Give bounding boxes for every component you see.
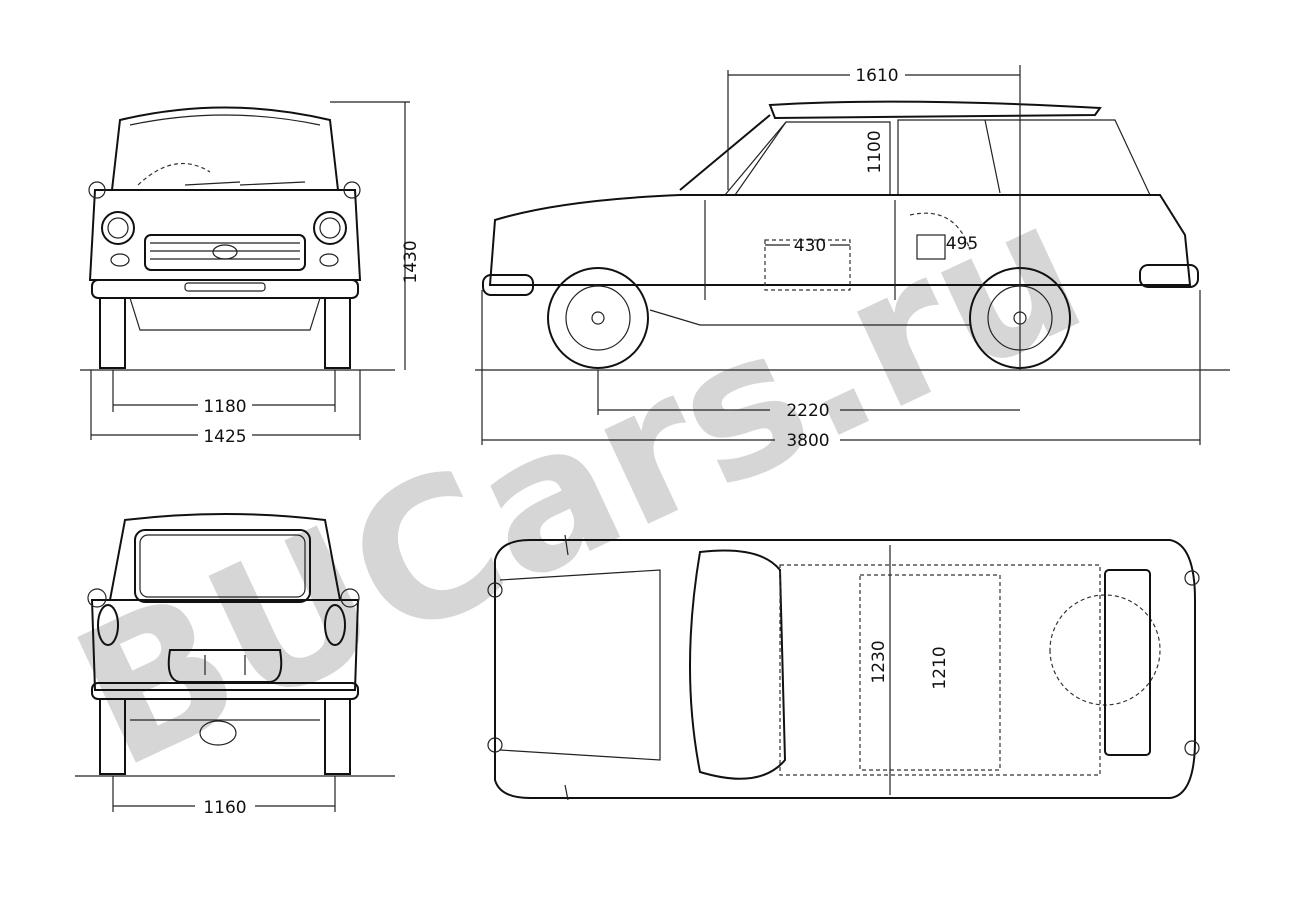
dim-front-track: 1180 <box>203 397 246 417</box>
dim-wheelbase: 2220 <box>786 401 829 421</box>
watermark-text: BUCars.ru <box>46 156 1113 810</box>
dim-side-rear-space: 495 <box>946 234 978 254</box>
dim-top-rear-width: 1210 <box>930 646 950 689</box>
dim-side-door-height: 1100 <box>865 130 885 173</box>
top-view <box>487 534 1200 801</box>
dim-front-height: 1430 <box>401 240 421 283</box>
dim-overall-length: 3800 <box>786 431 829 451</box>
dim-side-upper-length: 1610 <box>855 66 898 86</box>
dim-top-front-width: 1230 <box>869 640 889 683</box>
front-view <box>80 101 410 440</box>
watermark: BUCars.ru <box>46 156 1113 810</box>
side-view <box>475 65 1230 445</box>
dim-side-front-space: 430 <box>794 236 826 256</box>
rear-view <box>75 513 395 812</box>
dim-rear-track: 1160 <box>203 798 246 818</box>
dim-front-width: 1425 <box>203 427 246 447</box>
